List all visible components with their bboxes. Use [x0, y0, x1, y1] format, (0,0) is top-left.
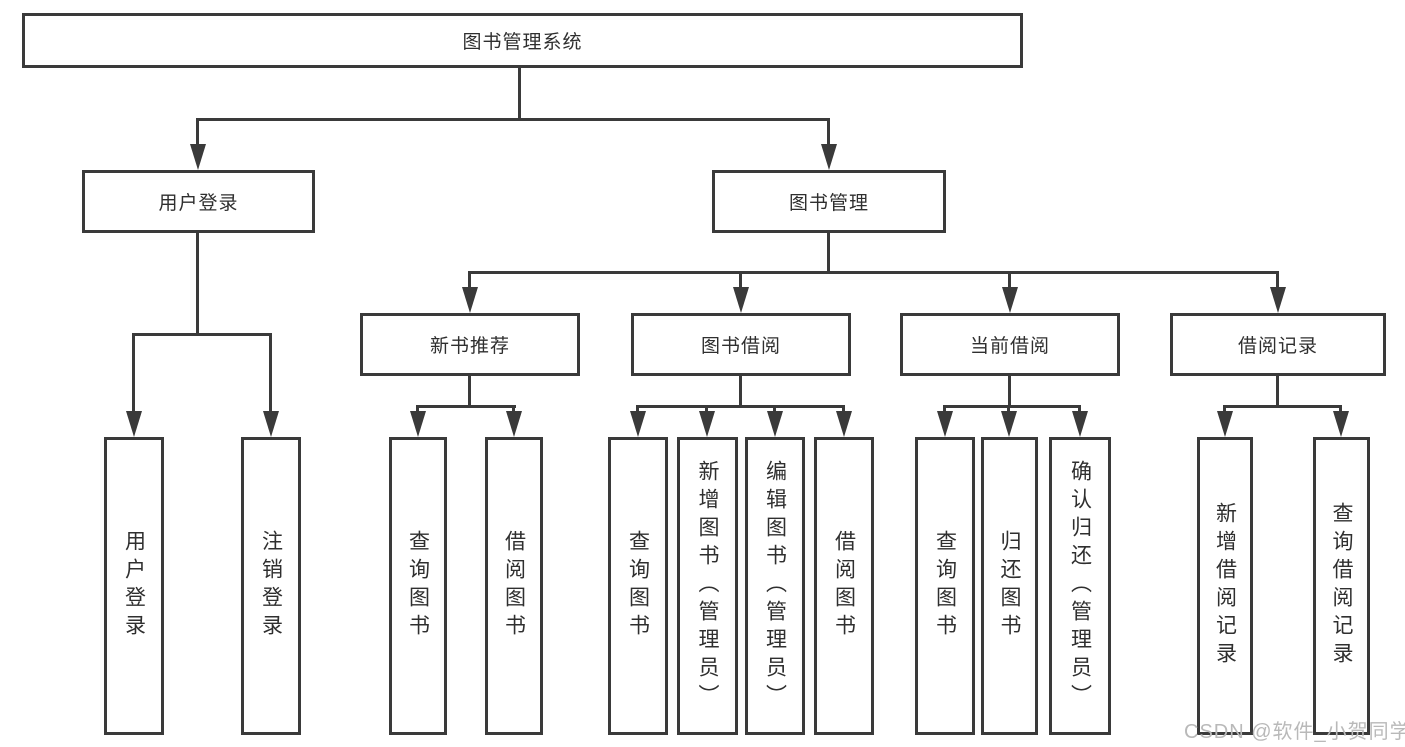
down-arrow-icon [1002, 287, 1018, 313]
down-arrow-icon [1072, 411, 1088, 437]
connector-line [196, 118, 199, 148]
leaf-borrow-books-borrow: 借阅图书 [814, 437, 874, 735]
connector-line [773, 405, 776, 415]
connector-line [739, 271, 742, 291]
down-arrow-icon [1270, 287, 1286, 313]
leaf-edit-book-admin-label: 编辑图书（管理员） [763, 460, 787, 712]
connector-line [1223, 405, 1226, 415]
leaf-query-books-borrow-label: 查询图书 [626, 530, 650, 642]
leaf-query-borrow-record: 查询借阅记录 [1313, 437, 1370, 735]
leaf-query-books-recommend-label: 查询图书 [406, 530, 430, 642]
node-current-borrow: 当前借阅 [900, 313, 1120, 376]
down-arrow-icon [733, 287, 749, 313]
connector-line [416, 405, 419, 415]
node-user-login: 用户登录 [82, 170, 315, 233]
connector-line [1224, 405, 1342, 408]
connector-line [705, 405, 708, 415]
leaf-add-book-admin-label: 新增图书（管理员） [696, 460, 720, 712]
down-arrow-icon [836, 411, 852, 437]
leaf-query-books-borrow: 查询图书 [608, 437, 668, 735]
connector-line [196, 231, 199, 335]
connector-line [518, 66, 521, 120]
leaf-add-borrow-record: 新增借阅记录 [1197, 437, 1253, 735]
down-arrow-icon [1217, 411, 1233, 437]
down-arrow-icon [699, 411, 715, 437]
connector-line [1078, 405, 1081, 415]
down-arrow-icon [126, 411, 142, 437]
node-book-borrow: 图书借阅 [631, 313, 851, 376]
connector-line [417, 405, 516, 408]
leaf-return-book: 归还图书 [981, 437, 1038, 735]
down-arrow-icon [462, 287, 478, 313]
connector-line [469, 271, 1279, 274]
leaf-query-books-current-label: 查询图书 [933, 530, 957, 642]
connector-line [132, 333, 135, 413]
leaf-logout: 注销登录 [241, 437, 301, 735]
connector-line [132, 333, 272, 336]
connector-line [269, 333, 272, 413]
connector-line [512, 405, 515, 415]
connector-line [1008, 271, 1011, 291]
leaf-confirm-return-admin: 确认归还（管理员） [1049, 437, 1111, 735]
down-arrow-icon [1001, 411, 1017, 437]
connector-line [827, 231, 830, 274]
connector-line [1276, 373, 1279, 407]
leaf-user-login-label: 用户登录 [122, 530, 146, 642]
leaf-add-borrow-record-label: 新增借阅记录 [1213, 502, 1237, 670]
down-arrow-icon [937, 411, 953, 437]
connector-line [1008, 373, 1011, 407]
connector-line [636, 405, 639, 415]
watermark: CSDN @软件_小贺同学 [1184, 721, 1405, 743]
leaf-user-login: 用户登录 [104, 437, 164, 735]
leaf-logout-label: 注销登录 [259, 530, 283, 642]
leaf-borrow-books-recommend-label: 借阅图书 [502, 530, 526, 642]
down-arrow-icon [821, 144, 837, 170]
connector-line [1339, 405, 1342, 415]
down-arrow-icon [767, 411, 783, 437]
down-arrow-icon [1333, 411, 1349, 437]
leaf-borrow-books-recommend: 借阅图书 [485, 437, 543, 735]
down-arrow-icon [190, 144, 206, 170]
down-arrow-icon [506, 411, 522, 437]
connector-line [468, 271, 471, 291]
leaf-query-books-recommend: 查询图书 [389, 437, 447, 735]
connector-line [827, 118, 830, 148]
connector-line [468, 373, 471, 407]
node-root: 图书管理系统 [22, 13, 1023, 68]
down-arrow-icon [410, 411, 426, 437]
node-borrow-record: 借阅记录 [1170, 313, 1386, 376]
leaf-query-borrow-record-label: 查询借阅记录 [1330, 502, 1354, 670]
node-new-book-recommend: 新书推荐 [360, 313, 580, 376]
connector-line [842, 405, 845, 415]
connector-line [637, 405, 845, 408]
connector-line [1276, 271, 1279, 291]
down-arrow-icon [630, 411, 646, 437]
leaf-add-book-admin: 新增图书（管理员） [677, 437, 738, 735]
connector-line [197, 118, 830, 121]
leaf-return-book-label: 归还图书 [998, 530, 1022, 642]
connector-line [943, 405, 946, 415]
leaf-borrow-books-borrow-label: 借阅图书 [832, 530, 856, 642]
connector-line [739, 373, 742, 407]
leaf-edit-book-admin: 编辑图书（管理员） [745, 437, 805, 735]
connector-line [1007, 405, 1010, 415]
down-arrow-icon [263, 411, 279, 437]
leaf-query-books-current: 查询图书 [915, 437, 975, 735]
node-book-management: 图书管理 [712, 170, 946, 233]
connector-line [944, 405, 1081, 408]
leaf-confirm-return-admin-label: 确认归还（管理员） [1068, 460, 1092, 712]
